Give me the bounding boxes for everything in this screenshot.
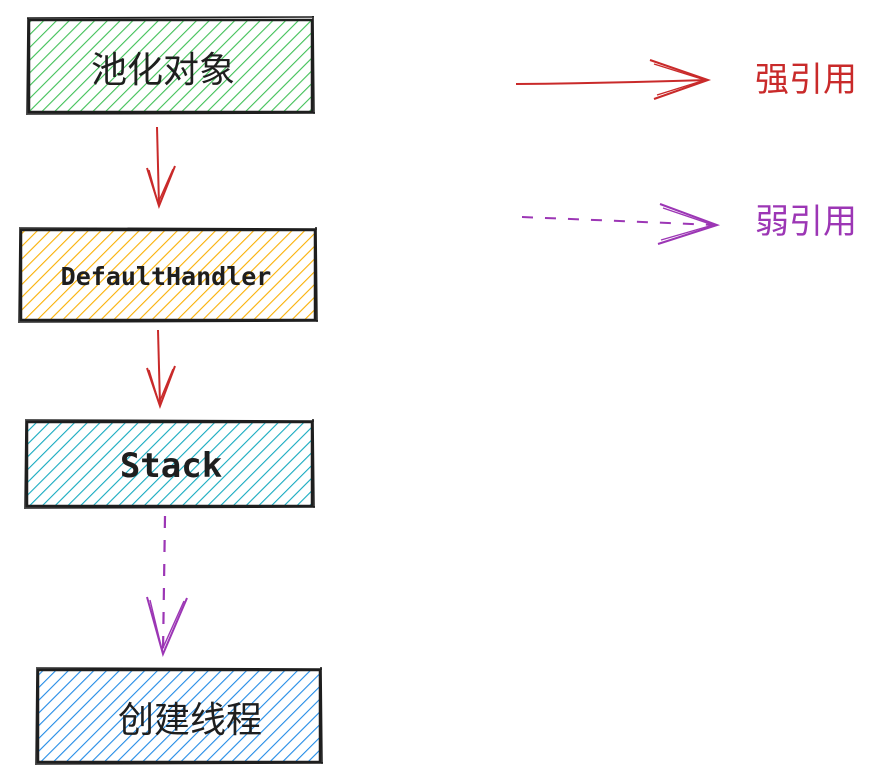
node-default-handler-box <box>19 228 317 322</box>
node-stack-label: Stack <box>120 446 222 486</box>
edge-handler-to-stack <box>146 329 176 409</box>
node-default-handler-label: DefaultHandler <box>61 262 272 291</box>
node-stack-box <box>25 420 314 508</box>
legend-weak-label: 弱引用 <box>755 202 857 242</box>
edge-pool-to-handler <box>146 126 176 209</box>
node-create-thread-label: 创建线程 <box>118 700 262 741</box>
node-create-thread: 创建线程 <box>35 666 324 766</box>
node-stack: Stack <box>24 418 316 510</box>
node-default-handler: DefaultHandler <box>18 226 319 324</box>
legend-weak: 弱引用 <box>521 202 857 245</box>
node-create-thread-box <box>36 668 322 764</box>
node-pool-object-label: 池化对象 <box>91 50 235 91</box>
legend-weak-arrow <box>521 203 721 245</box>
node-pool-object: 池化对象 <box>26 15 316 116</box>
legend-strong-label: 强引用 <box>755 60 857 100</box>
legend-strong-arrow <box>515 59 712 100</box>
edge-stack-to-thread <box>146 515 188 657</box>
legend-strong: 强引用 <box>515 59 857 100</box>
node-pool-object-box <box>27 18 314 114</box>
